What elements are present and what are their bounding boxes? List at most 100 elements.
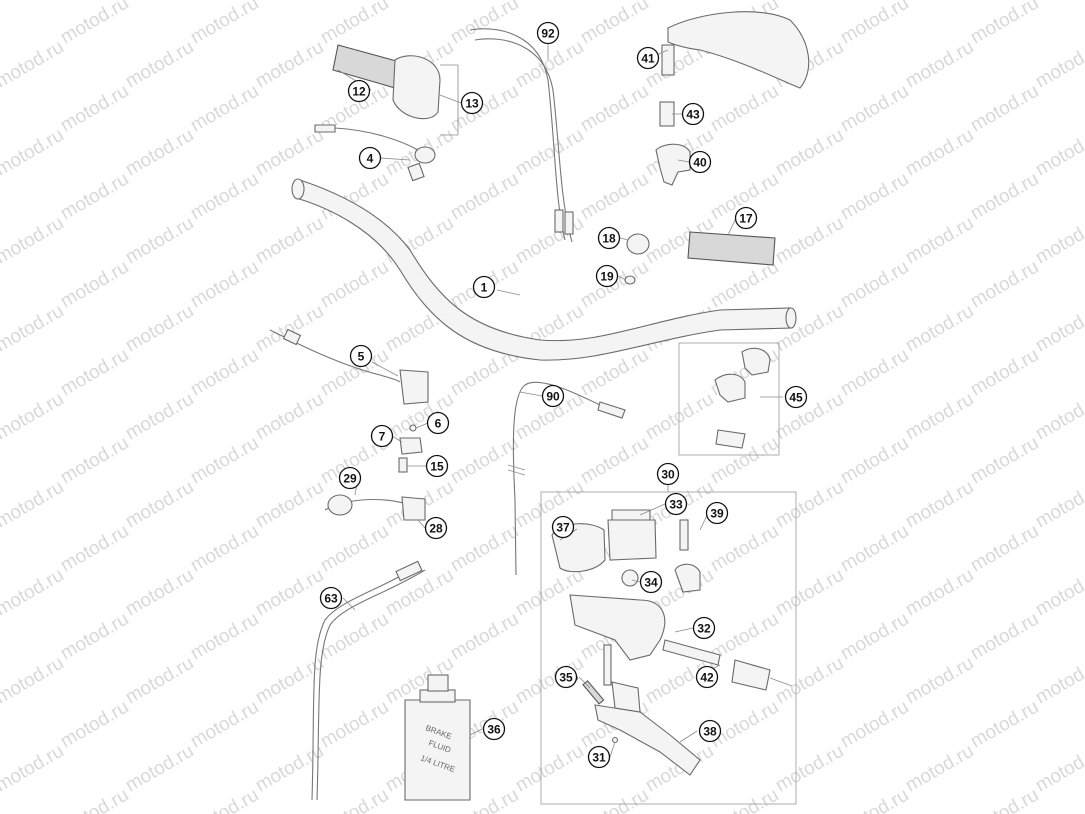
callout-number: 4 xyxy=(367,152,374,166)
callout-number: 5 xyxy=(358,350,365,364)
watermark-text: motod.ru xyxy=(512,0,587,4)
watermark-text: motod.ru xyxy=(577,785,652,814)
callout-45: 45 xyxy=(784,385,808,409)
watermark-text: motod.ru xyxy=(57,257,132,313)
watermark-text: motod.ru xyxy=(122,565,197,621)
callout-number: 35 xyxy=(559,671,573,685)
callout-number: 7 xyxy=(379,430,386,444)
watermark-text: motod.ru xyxy=(382,0,457,4)
watermark-text: motod.ru xyxy=(967,0,1042,48)
callout-number: 1 xyxy=(481,281,488,295)
callout-6: 6 xyxy=(426,411,450,435)
watermark-text: motod.ru xyxy=(902,565,977,621)
watermark-text: motod.ru xyxy=(0,741,67,797)
brake-hose xyxy=(311,564,421,801)
watermark-text: motod.ru xyxy=(447,0,522,48)
callout-7: 7 xyxy=(370,424,394,448)
callout-number: 15 xyxy=(430,460,444,474)
watermark-text: motod.ru xyxy=(967,433,1042,489)
watermark-text: motod.ru xyxy=(57,609,132,665)
watermark-text: motod.ru xyxy=(967,521,1042,577)
callout-number: 90 xyxy=(546,390,560,404)
callout-circle xyxy=(784,385,808,409)
callout-36: 36 xyxy=(482,717,506,741)
watermark-text: motod.ru xyxy=(967,81,1042,137)
watermark-text: motod.ru xyxy=(447,609,522,665)
right-grip xyxy=(687,231,776,266)
callout-29: 29 xyxy=(338,466,362,490)
watermark-text: motod.ru xyxy=(317,785,392,814)
callout-circle xyxy=(692,616,716,640)
callout-number: 42 xyxy=(700,671,714,685)
callout-63: 63 xyxy=(319,586,343,610)
watermark-text: motod.ru xyxy=(0,125,67,181)
watermark-text: motod.ru xyxy=(122,0,197,4)
watermark-text: motod.ru xyxy=(0,565,67,621)
watermark-text: motod.ru xyxy=(772,125,847,181)
watermark-text: motod.ru xyxy=(902,653,977,709)
callout-number: 18 xyxy=(602,232,616,246)
callout-39: 39 xyxy=(705,501,729,525)
watermark-text: motod.ru xyxy=(967,785,1042,814)
watermark-text: motod.ru xyxy=(187,521,262,577)
callout-circle xyxy=(656,462,680,486)
watermark-text: motod.ru xyxy=(967,257,1042,313)
callout-number: 19 xyxy=(600,270,614,284)
watermark-text: motod.ru xyxy=(0,301,67,357)
callout-number: 43 xyxy=(686,108,700,122)
watermark-text: motod.ru xyxy=(57,345,132,401)
part-45-box xyxy=(678,342,780,456)
watermark-text: motod.ru xyxy=(512,37,587,93)
callout-circle xyxy=(482,717,506,741)
watermark-text: motod.ru xyxy=(57,0,132,48)
watermark-text: motod.ru xyxy=(772,741,847,797)
callout-32: 32 xyxy=(692,616,716,640)
watermark-text: motod.ru xyxy=(317,609,392,665)
callout-circle xyxy=(347,79,371,103)
watermark-text: motod.ru xyxy=(577,257,652,313)
watermark-text: motod.ru xyxy=(837,433,912,489)
callout-number: 6 xyxy=(435,417,442,431)
watermark-text: motod.ru xyxy=(57,81,132,137)
watermark-text: motod.ru xyxy=(0,213,67,269)
watermark-text: motod.ru xyxy=(252,0,327,4)
callout-circle xyxy=(370,424,394,448)
watermark-text: motod.ru xyxy=(837,697,912,753)
callout-number: 36 xyxy=(487,723,501,737)
callout-90: 90 xyxy=(541,384,565,408)
watermark-text: motod.ru xyxy=(317,521,392,577)
watermark-text: motod.ru xyxy=(577,81,652,137)
callout-number: 33 xyxy=(669,498,683,512)
hand-guard-clamp xyxy=(655,143,691,186)
callout-circle xyxy=(734,206,758,230)
callout-circle xyxy=(551,515,575,539)
watermark-text: motod.ru xyxy=(252,125,327,181)
callout-40: 40 xyxy=(688,150,712,174)
callout-31: 31 xyxy=(587,745,611,769)
watermark-text: motod.ru xyxy=(837,0,912,48)
watermark-text: motod.ru xyxy=(252,37,327,93)
watermark-text: motod.ru xyxy=(187,257,262,313)
callout-41: 41 xyxy=(636,46,660,70)
watermark-text: motod.ru xyxy=(57,433,132,489)
left-grip xyxy=(332,44,401,89)
watermark-text: motod.ru xyxy=(837,521,912,577)
callout-circle xyxy=(425,454,449,478)
watermark-text: motod.ru xyxy=(0,37,67,93)
watermark-text: motod.ru xyxy=(122,301,197,357)
watermark-text: motod.ru xyxy=(772,565,847,621)
watermark-text: motod.ru xyxy=(1032,741,1085,797)
watermark-text: motod.ru xyxy=(317,257,392,313)
handlebar-end-right xyxy=(785,307,797,329)
callout-circle xyxy=(424,516,448,540)
watermark-text: motod.ru xyxy=(57,521,132,577)
callout-number: 29 xyxy=(343,472,357,486)
callout-circle xyxy=(541,384,565,408)
watermark-text: motod.ru xyxy=(577,433,652,489)
watermark-text: motod.ru xyxy=(447,521,522,577)
watermark-text: motod.ru xyxy=(252,741,327,797)
watermark-text: motod.ru xyxy=(187,169,262,225)
watermark-text: motod.ru xyxy=(902,0,977,4)
watermark-text: motod.ru xyxy=(837,785,912,814)
callout-circle xyxy=(597,226,621,250)
